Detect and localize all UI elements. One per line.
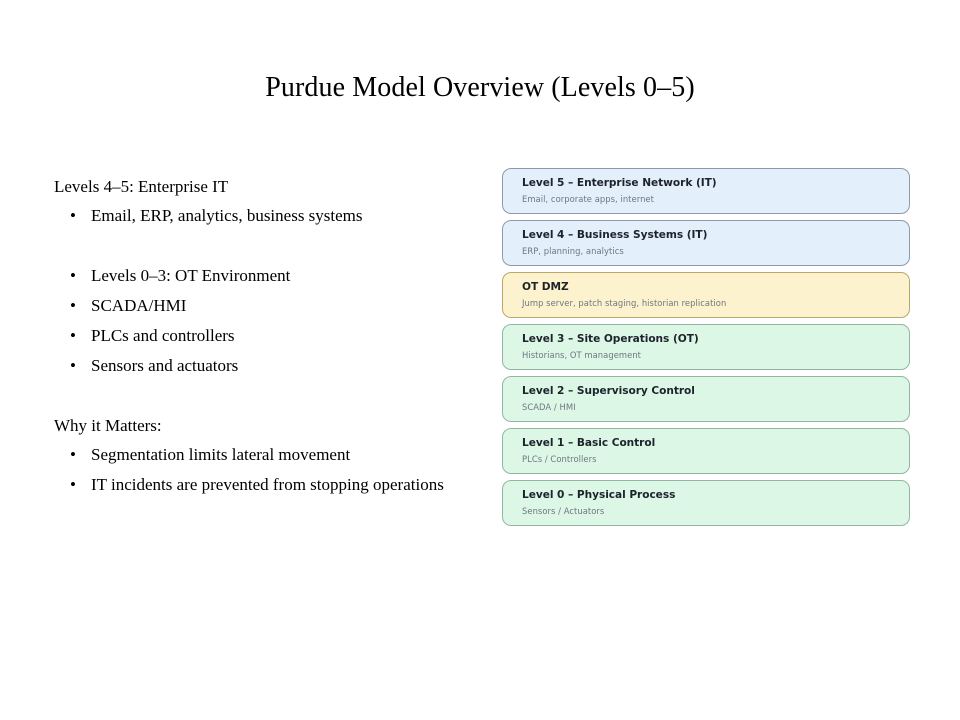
diagram-box-level-4: Level 4 – Business Systems (IT) ERP, pla…	[502, 220, 910, 266]
bullet-icon: •	[70, 475, 76, 494]
diagram-box-subtitle: Historians, OT management	[522, 350, 642, 360]
bullet-icon: •	[70, 206, 76, 225]
enterprise-section-heading: Levels 4–5: Enterprise IT	[54, 177, 229, 196]
diagram-box-subtitle: Email, corporate apps, internet	[522, 194, 654, 204]
list-item: • PLCs and controllers	[54, 321, 494, 351]
diagram-box-ot-dmz: OT DMZ Jump server, patch staging, histo…	[502, 272, 910, 318]
why-bullet-list: • Segmentation limits lateral movement •…	[54, 440, 494, 500]
list-item-label: SCADA/HMI	[91, 296, 187, 315]
list-item-label: PLCs and controllers	[91, 326, 235, 345]
diagram-box-level-1: Level 1 – Basic Control PLCs / Controlle…	[502, 428, 910, 474]
bullet-icon: •	[70, 296, 76, 315]
list-item: • Sensors and actuators	[54, 351, 494, 381]
diagram-box-title: OT DMZ	[522, 281, 569, 293]
list-item: • SCADA/HMI	[54, 291, 494, 321]
why-section-heading: Why it Matters:	[54, 416, 162, 435]
bullet-icon: •	[70, 445, 76, 464]
content-text-column: Levels 4–5: Enterprise IT • Email, ERP, …	[54, 172, 494, 500]
diagram-box-level-3: Level 3 – Site Operations (OT) Historian…	[502, 324, 910, 370]
ot-bullet-list: • Levels 0–3: OT Environment • SCADA/HMI…	[54, 261, 494, 381]
diagram-box-level-5: Level 5 – Enterprise Network (IT) Email,…	[502, 168, 910, 214]
list-item-label: IT incidents are prevented from stopping…	[91, 475, 444, 494]
diagram-box-subtitle: PLCs / Controllers	[522, 454, 597, 464]
diagram-box-title: Level 3 – Site Operations (OT)	[522, 333, 699, 345]
diagram-box-subtitle: Sensors / Actuators	[522, 506, 605, 516]
diagram-box-title: Level 2 – Supervisory Control	[522, 385, 695, 397]
diagram-box-level-2: Level 2 – Supervisory Control SCADA / HM…	[502, 376, 910, 422]
bullet-icon: •	[70, 326, 76, 345]
diagram-box-level-0: Level 0 – Physical Process Sensors / Act…	[502, 480, 910, 526]
list-item: • Segmentation limits lateral movement	[54, 440, 494, 470]
enterprise-bullet-list: • Email, ERP, analytics, business system…	[54, 201, 494, 231]
list-item-label: Sensors and actuators	[91, 356, 239, 375]
diagram-box-title: Level 4 – Business Systems (IT)	[522, 229, 708, 241]
diagram-box-title: Level 0 – Physical Process	[522, 489, 676, 501]
list-item-label: Email, ERP, analytics, business systems	[91, 206, 363, 225]
bullet-icon: •	[70, 356, 76, 375]
diagram-box-subtitle: SCADA / HMI	[522, 402, 576, 412]
list-item: • Levels 0–3: OT Environment	[54, 261, 494, 291]
purdue-model-diagram: Level 5 – Enterprise Network (IT) Email,…	[502, 168, 910, 526]
bullet-icon: •	[70, 266, 76, 285]
list-item-label: Levels 0–3: OT Environment	[91, 266, 291, 285]
section-spacer	[54, 381, 494, 411]
section-spacer	[54, 231, 494, 261]
list-item: • Email, ERP, analytics, business system…	[54, 201, 494, 231]
diagram-box-subtitle: ERP, planning, analytics	[522, 246, 624, 256]
diagram-box-subtitle: Jump server, patch staging, historian re…	[522, 298, 727, 308]
page-title: Purdue Model Overview (Levels 0–5)	[265, 72, 695, 103]
diagram-box-title: Level 1 – Basic Control	[522, 437, 656, 449]
list-item-label: Segmentation limits lateral movement	[91, 445, 351, 464]
diagram-box-title: Level 5 – Enterprise Network (IT)	[522, 177, 717, 189]
list-item: • IT incidents are prevented from stoppi…	[54, 470, 494, 500]
